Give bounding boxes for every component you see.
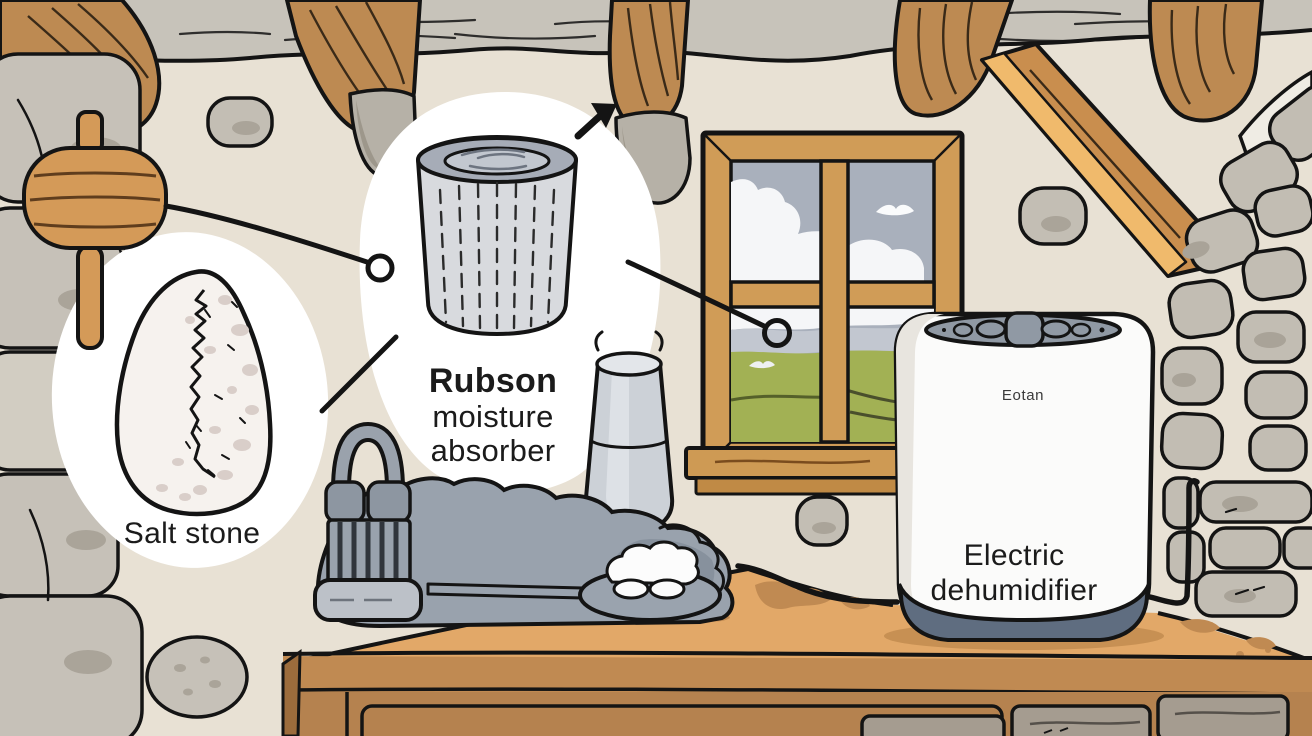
arrow-head — [591, 103, 617, 128]
carafe-rim — [595, 351, 663, 377]
lantern-cap — [324, 480, 366, 524]
stone — [795, 495, 849, 547]
control-button-main — [1004, 311, 1045, 348]
drawer-panel — [1156, 694, 1290, 736]
bird — [749, 361, 775, 369]
panel-dot — [942, 328, 946, 332]
control-button — [952, 322, 974, 338]
wood-grain-lines — [29, 171, 161, 229]
lantern-handle — [335, 425, 401, 496]
absorber-ribs — [438, 181, 556, 331]
grey-lantern — [313, 421, 423, 622]
cloud — [731, 179, 924, 282]
stone — [1159, 411, 1225, 471]
lantern-cap — [366, 480, 412, 524]
window-muntin-vertical — [819, 159, 850, 444]
corbel-shadow — [356, 100, 382, 170]
body-shading — [896, 314, 944, 620]
salt-stone: Salt stone — [114, 269, 273, 550]
pan-handle — [426, 582, 585, 600]
bird — [876, 204, 914, 216]
absorber-top-marks — [460, 148, 528, 171]
stone — [1241, 246, 1307, 302]
panel-dot — [1099, 327, 1105, 333]
power-cord — [1147, 478, 1200, 606]
table-corner — [281, 649, 302, 736]
power-cord — [735, 563, 900, 605]
dehumidifier-label-line1: Electric — [964, 539, 1065, 572]
moisture-absorber: Rubson moisture absorber — [415, 134, 579, 468]
egg — [648, 578, 686, 600]
beam-highlight-face — [980, 51, 1188, 278]
drawer-panel — [860, 714, 1006, 736]
drawer-panel — [1010, 704, 1152, 736]
dehumidifier-label-line2: dehumidifier — [930, 574, 1097, 607]
stone — [145, 635, 249, 719]
salt-stone-label: Salt stone — [124, 517, 260, 550]
dehumidifier-brand-label: Eotan — [1002, 387, 1044, 404]
rock-jagged-line — [189, 289, 216, 479]
control-button — [975, 319, 1007, 339]
arrow-up-right-icon — [574, 103, 617, 140]
right-stone-arch — [1159, 84, 1312, 618]
callout-annotations — [163, 103, 792, 414]
table-front-rail — [283, 656, 1312, 692]
wooden-beam — [892, 0, 1014, 118]
wood-grain-lines — [626, 1, 680, 107]
lantern-bars — [337, 522, 399, 582]
dehumidifier-base — [897, 583, 1151, 642]
stone — [1018, 186, 1088, 246]
wood-grain-lines — [1170, 3, 1236, 105]
wood-grain-lines — [1029, 69, 1181, 239]
callout-endpoint-circle — [762, 318, 792, 348]
stone-shading — [1172, 241, 1286, 603]
wood-grain-lines — [917, 1, 978, 101]
salt-speckles — [156, 295, 259, 501]
pile-fold-lines — [658, 523, 725, 596]
wood-grain-lines — [714, 459, 871, 464]
stone — [1208, 526, 1282, 570]
stone-tick-marks — [1043, 727, 1069, 734]
stone-shading — [1041, 216, 1071, 232]
stone-shading — [812, 522, 836, 534]
absorber-brand-label: Rubson — [429, 362, 557, 400]
mallet-handle — [76, 244, 104, 350]
callout-line-mallet-to-absorber — [163, 203, 370, 265]
absorber-label-line2: absorber — [431, 433, 556, 468]
control-button — [1040, 319, 1072, 339]
tick-line — [319, 334, 399, 414]
stone — [1167, 278, 1235, 340]
stone — [1244, 370, 1308, 420]
stone — [1248, 424, 1308, 472]
electric-dehumidifier: Eotan Electric dehumidifier — [735, 311, 1200, 642]
callout-line-absorber-to-window — [625, 259, 767, 329]
wood-grain-lines — [1174, 710, 1281, 716]
absorber-label-line1: moisture — [432, 399, 553, 434]
callout-endpoint-circle — [365, 253, 395, 283]
control-button — [1070, 322, 1092, 338]
stone — [1162, 476, 1200, 530]
stone — [1282, 526, 1312, 570]
carafe-ticks — [594, 330, 664, 352]
arrow-shaft — [574, 112, 604, 140]
carafe-highlight — [606, 370, 629, 520]
egg — [612, 578, 650, 600]
steam-cloud — [605, 540, 700, 586]
frying-pan — [426, 540, 722, 622]
water-line — [589, 438, 669, 449]
salt-tick-marks — [185, 301, 246, 476]
table-front-edge-line — [282, 650, 1312, 660]
wall-stones — [206, 96, 1088, 547]
stone-shading — [232, 121, 260, 135]
table-back-edge — [1157, 611, 1312, 663]
stone — [1253, 184, 1312, 238]
stone-tick-marks — [1224, 507, 1266, 596]
wooden-beam — [1147, 0, 1264, 123]
wood-grain-lines — [1029, 720, 1141, 726]
wooden-mallet — [22, 110, 168, 350]
